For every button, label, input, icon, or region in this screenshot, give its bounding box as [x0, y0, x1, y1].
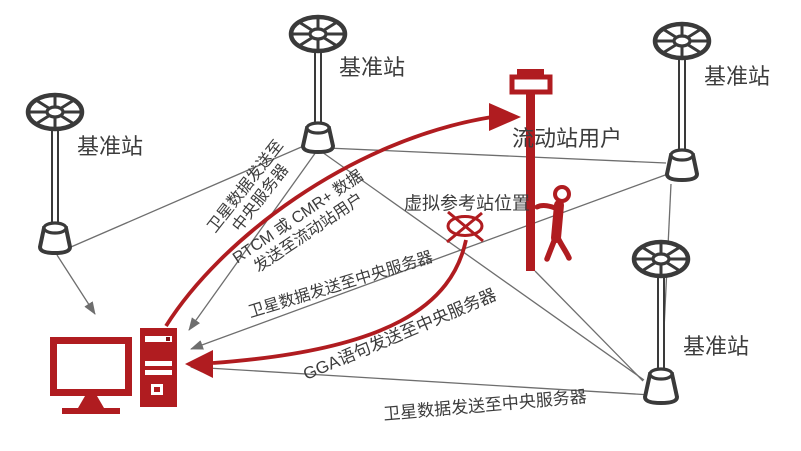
base-station-label-left: 基准站: [76, 134, 144, 160]
flow-curves: [164, 103, 521, 378]
line-left-to-top-station: [63, 144, 307, 251]
line-top-to-bottomright-station: [321, 151, 645, 381]
gga-flow-curve: [212, 239, 468, 365]
rtcm-arrowhead-icon: [489, 103, 521, 131]
virtual-station-marker-icon: [446, 210, 484, 244]
arrow-left-station-to-computer: [56, 254, 96, 315]
base-station-icon-bottom-right: [634, 242, 688, 406]
arrow-topright-station-to-server: [190, 173, 669, 350]
computer-monitor-icon: [50, 337, 132, 414]
arrow-top-station-to-server: [188, 151, 317, 331]
base-station-label-bottom-right: 基准站: [682, 334, 750, 360]
surveyor-person-icon: [534, 185, 572, 262]
base-station-icon-top-right: [655, 24, 709, 183]
line-rover-to-bottomright-station: [534, 270, 644, 382]
arrow-bottomright-station-to-server: [190, 362, 652, 396]
rtcm-flow-curve: [164, 115, 493, 328]
rover-antenna-icon: [509, 69, 553, 271]
virtual-station-label: 虚拟参考站位置: [404, 193, 530, 214]
computer-tower-icon: [140, 328, 177, 407]
base-station-icon-top: [291, 17, 345, 155]
base-station-label-top-right: 基准站: [703, 64, 771, 90]
base-station-label-top: 基准站: [338, 55, 406, 81]
gga-arrowhead-icon: [185, 350, 213, 378]
rover-label: 流动站用户: [511, 126, 623, 152]
base-station-icon-left: [28, 95, 82, 256]
